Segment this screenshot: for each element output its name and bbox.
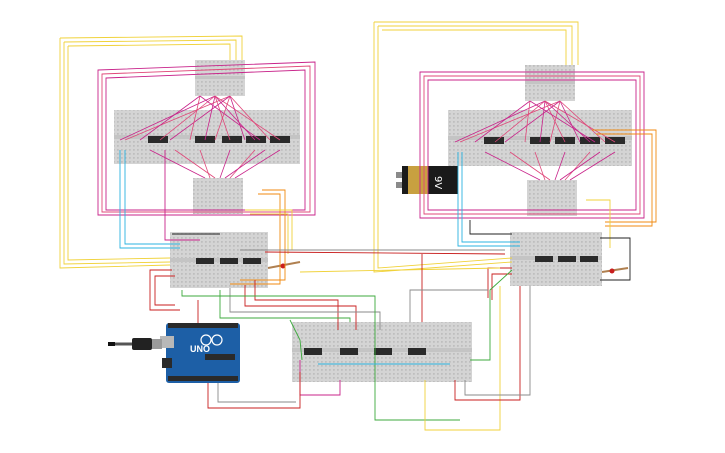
wire-loops	[59, 35, 316, 311]
ic-chip[interactable]	[243, 258, 261, 264]
breadboard-right-top[interactable]	[525, 65, 575, 101]
ic-chip[interactable]	[555, 137, 575, 144]
right-circuit: 9V	[373, 21, 657, 300]
battery-9v[interactable]: 9V	[396, 166, 458, 194]
ic-chip[interactable]	[580, 137, 600, 144]
breadboard-left-lower[interactable]	[193, 178, 243, 214]
ic-chip[interactable]	[270, 136, 290, 143]
ic-chip[interactable]	[196, 258, 214, 264]
resistor[interactable]	[601, 267, 629, 274]
wire-loops	[373, 21, 657, 300]
ic-chip[interactable]	[605, 137, 625, 144]
wire-bundle	[454, 100, 616, 181]
arduino-uno[interactable]: UNO	[160, 323, 240, 383]
breadboard-right-lower[interactable]	[527, 180, 577, 216]
ic-chip[interactable]	[580, 256, 598, 262]
ic-chip[interactable]	[148, 136, 168, 143]
ic-chip[interactable]	[484, 137, 504, 144]
ic-chip[interactable]	[408, 348, 426, 355]
wire-bundle	[119, 95, 281, 179]
interconnect-wires	[181, 249, 531, 431]
ic-chip[interactable]	[340, 348, 358, 355]
ic-chip[interactable]	[304, 348, 322, 355]
battery-label: 9V	[432, 176, 443, 189]
usb-cable	[108, 338, 162, 350]
ic-chip[interactable]	[222, 136, 242, 143]
ic-chip[interactable]	[558, 256, 576, 262]
resistor[interactable]	[267, 261, 301, 269]
left-circuit	[59, 35, 316, 311]
ic-chip[interactable]	[374, 348, 392, 355]
ic-chip[interactable]	[535, 256, 553, 262]
ic-chip[interactable]	[246, 136, 266, 143]
ic-chip[interactable]	[220, 258, 238, 264]
arduino-logo: UNO	[190, 344, 210, 354]
